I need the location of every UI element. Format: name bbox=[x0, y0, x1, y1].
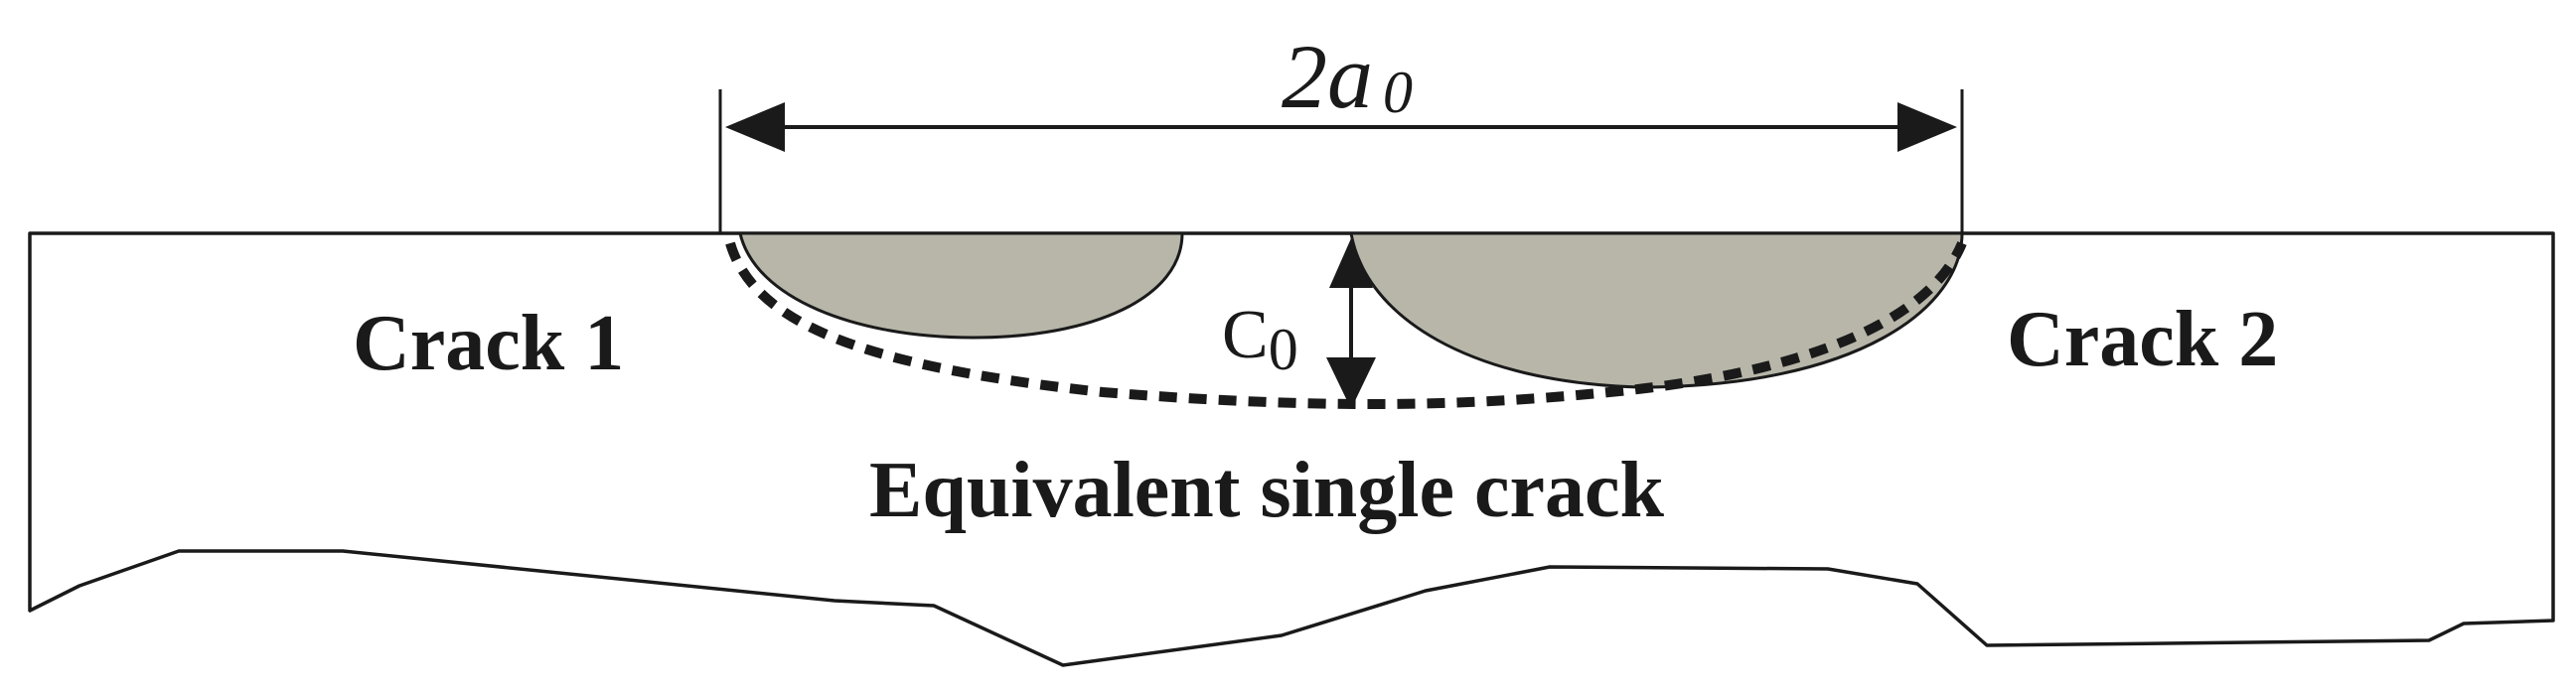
depth-subscript: 0 bbox=[1269, 317, 1298, 382]
crack-1 bbox=[738, 231, 1184, 340]
depth-arrowhead-up bbox=[1329, 238, 1373, 288]
equivalent-crack-label: Equivalent single crack bbox=[869, 447, 1665, 534]
depth-arrowhead-down bbox=[1326, 357, 1376, 409]
dimension-subscript: 0 bbox=[1383, 60, 1413, 125]
crack-1-label: Crack 1 bbox=[353, 300, 624, 387]
dimension-arrowhead-right bbox=[1897, 102, 1957, 152]
specimen-body bbox=[28, 231, 2555, 667]
crack-2-label: Crack 2 bbox=[2007, 296, 2278, 383]
dimension-arrowhead-left bbox=[725, 102, 785, 152]
depth-label: C0 bbox=[1222, 297, 1298, 382]
